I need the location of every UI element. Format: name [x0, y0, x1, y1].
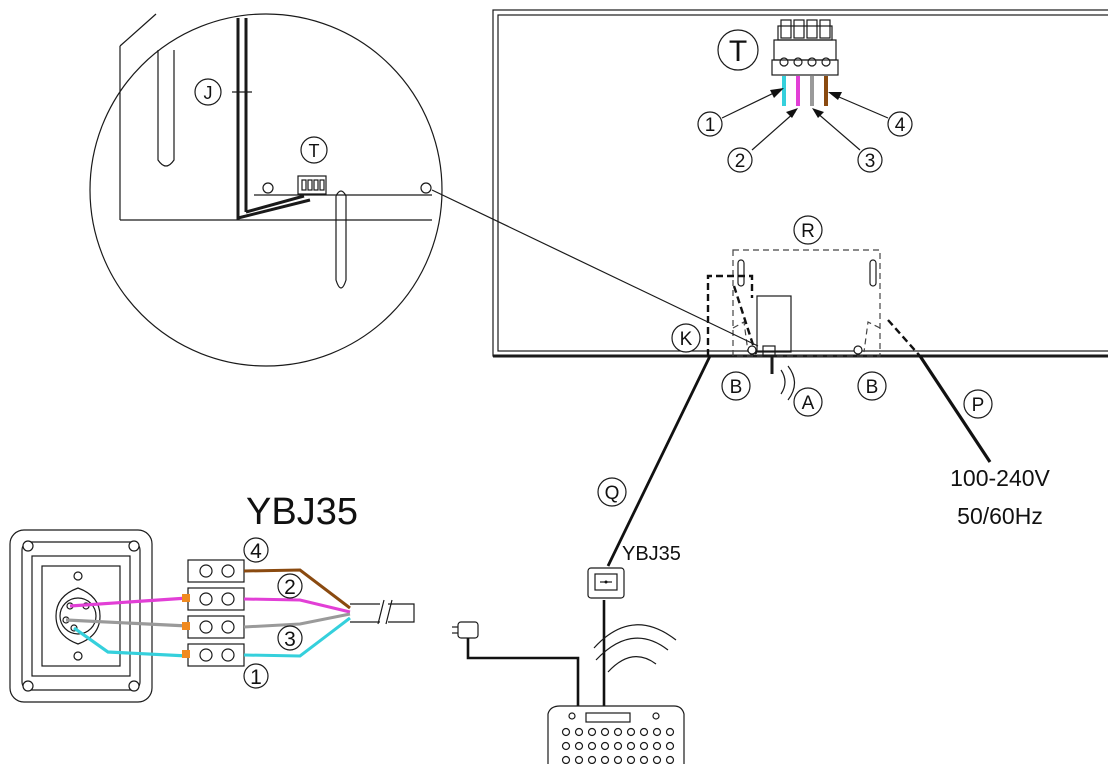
keypad-button	[665, 755, 675, 764]
label-w2: 2	[727, 147, 753, 173]
receiver-outline	[732, 249, 881, 357]
label-K: K	[671, 323, 701, 353]
strip-wires	[243, 568, 351, 658]
frequency-text: 50/60Hz	[957, 503, 1043, 529]
keypad-button	[574, 727, 584, 737]
label-T-detail: T	[300, 136, 328, 164]
label-c2-text: 2	[284, 576, 296, 599]
antenna-signal-A	[780, 365, 796, 401]
label-Q-text: Q	[605, 483, 620, 504]
label-J: J	[194, 78, 222, 106]
cable-Q	[602, 355, 712, 706]
label-Q: Q	[597, 477, 627, 507]
label-w4-text: 4	[895, 115, 906, 136]
keypad-button	[600, 741, 610, 751]
terminal-block-top	[771, 19, 839, 76]
keypad-button	[626, 727, 636, 737]
label-w1-text: 1	[705, 115, 716, 136]
label-R: R	[793, 215, 823, 245]
power-adapter	[452, 621, 580, 706]
keypad-button	[639, 727, 649, 737]
label-B-left-text: B	[730, 377, 743, 398]
keypad-button	[626, 741, 636, 751]
label-c4-text: 4	[250, 540, 262, 563]
socket-enclosure	[9, 529, 153, 703]
keypad-button	[574, 741, 584, 751]
label-w2-text: 2	[735, 151, 746, 172]
controller-unit	[547, 705, 685, 764]
power-cable-P	[887, 319, 992, 463]
keypad-button	[639, 755, 649, 764]
label-A: A	[793, 387, 823, 417]
label-P-text: P	[972, 395, 985, 416]
label-T-main: T	[717, 29, 759, 71]
wire-pointer-arrows	[721, 88, 889, 151]
fasteners-bottom	[747, 345, 863, 374]
label-R-text: R	[801, 221, 815, 242]
label-w1: 1	[697, 111, 723, 137]
label-B-right-text: B	[866, 377, 879, 398]
keypad-button	[587, 741, 597, 751]
label-w3-text: 3	[865, 151, 876, 172]
keypad-button	[561, 755, 571, 764]
signal-arcs-controller	[593, 624, 677, 673]
keypad-button	[587, 755, 597, 764]
label-w3: 3	[857, 147, 883, 173]
label-P: P	[963, 389, 993, 419]
keypad-button	[613, 727, 623, 737]
label-c2: 2	[277, 573, 303, 599]
socket-wires	[65, 596, 189, 658]
label-c4: 4	[243, 537, 269, 563]
label-K-text: K	[680, 329, 693, 350]
label-c3-text: 3	[284, 628, 296, 651]
label-c1: 1	[243, 663, 269, 689]
terminal-strip	[182, 559, 245, 667]
detail-magnifier	[89, 13, 443, 367]
voltage-text: 100-240V	[950, 465, 1050, 491]
keypad-button	[639, 741, 649, 751]
label-w4: 4	[887, 111, 913, 137]
keypad-button	[600, 727, 610, 737]
keypad-button	[600, 755, 610, 764]
label-B-right: B	[857, 371, 887, 401]
terminal-wires-top	[782, 76, 828, 106]
junction-box-small	[587, 567, 625, 599]
wiring-detail-title: YBJ35	[246, 491, 358, 533]
junction-box-label: YBJ35	[622, 543, 681, 565]
keypad-button	[665, 727, 675, 737]
label-T-detail-text: T	[309, 141, 320, 161]
keypad-button	[652, 755, 662, 764]
keypad-button	[613, 741, 623, 751]
keypad-button	[626, 755, 636, 764]
keypad-button	[587, 727, 597, 737]
detail-leader-line	[431, 189, 759, 347]
keypad-button	[561, 727, 571, 737]
keypad-button	[652, 727, 662, 737]
label-c1-text: 1	[250, 666, 262, 689]
label-c3: 3	[277, 625, 303, 651]
keypad-button	[613, 755, 623, 764]
keypad-button	[665, 741, 675, 751]
label-T-main-text: T	[729, 35, 747, 68]
keypad-button	[561, 741, 571, 751]
cable-end	[350, 599, 415, 625]
label-B-left: B	[721, 371, 751, 401]
keypad-button	[574, 755, 584, 764]
keypad-button	[652, 741, 662, 751]
label-A-text: A	[802, 393, 815, 414]
sensor-bracket-K	[706, 274, 758, 356]
label-J-text: J	[204, 83, 213, 103]
